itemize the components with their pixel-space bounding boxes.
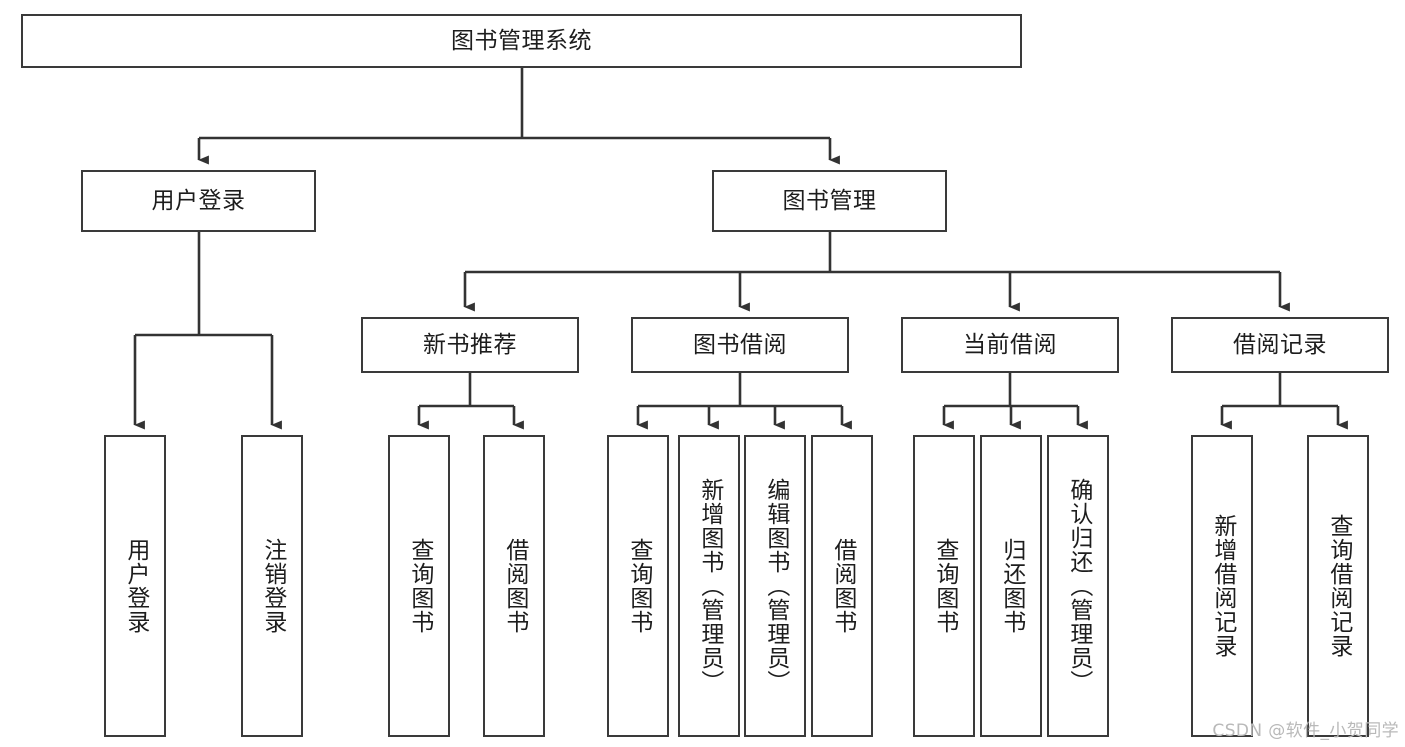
node-root-system[interactable]: 图书管理系统: [21, 14, 1022, 68]
leaf-borrowrecord-add-record[interactable]: 新增借阅记录: [1191, 435, 1253, 737]
leaf-bookborrow-query-book[interactable]: 查询图书: [607, 435, 669, 737]
node-label: 图书借阅: [693, 331, 787, 358]
node-book-management[interactable]: 图书管理: [712, 170, 947, 232]
node-label: 新增借阅记录: [1209, 514, 1236, 658]
node-label: 查询图书: [406, 538, 433, 634]
node-label: 归还图书: [998, 538, 1025, 634]
leaf-user-logout[interactable]: 注销登录: [241, 435, 303, 737]
node-borrow-record[interactable]: 借阅记录: [1171, 317, 1389, 373]
node-label: 用户登录: [122, 538, 149, 634]
node-current-borrow[interactable]: 当前借阅: [901, 317, 1119, 373]
node-label: 图书管理系统: [451, 27, 592, 54]
node-label: 当前借阅: [963, 331, 1057, 358]
leaf-user-login[interactable]: 用户登录: [104, 435, 166, 737]
node-label: 新书推荐: [423, 331, 517, 358]
node-new-book-recommend[interactable]: 新书推荐: [361, 317, 579, 373]
leaf-bookborrow-edit-book-admin[interactable]: 编辑图书（管理员）: [744, 435, 806, 737]
node-label: 确认归还（管理员）: [1065, 478, 1092, 694]
node-label: 编辑图书（管理员）: [762, 478, 789, 694]
node-label: 借阅图书: [501, 538, 528, 634]
leaf-currentborrow-query-book[interactable]: 查询图书: [913, 435, 975, 737]
node-label: 借阅记录: [1233, 331, 1327, 358]
leaf-newbook-borrow-book[interactable]: 借阅图书: [483, 435, 545, 737]
node-label: 注销登录: [259, 538, 286, 634]
node-user-login[interactable]: 用户登录: [81, 170, 316, 232]
node-label: 用户登录: [151, 187, 246, 214]
leaf-bookborrow-add-book-admin[interactable]: 新增图书（管理员）: [678, 435, 740, 737]
node-label: 查询图书: [931, 538, 958, 634]
node-label: 查询图书: [625, 538, 652, 634]
leaf-currentborrow-confirm-return-admin[interactable]: 确认归还（管理员）: [1047, 435, 1109, 737]
node-label: 新增图书（管理员）: [696, 478, 723, 694]
watermark-text: CSDN @软件_小贺同学: [1212, 721, 1399, 741]
node-book-borrow[interactable]: 图书借阅: [631, 317, 849, 373]
leaf-newbook-query-book[interactable]: 查询图书: [388, 435, 450, 737]
leaf-currentborrow-return-book[interactable]: 归还图书: [980, 435, 1042, 737]
node-label: 查询借阅记录: [1325, 514, 1352, 658]
leaf-bookborrow-borrow-book[interactable]: 借阅图书: [811, 435, 873, 737]
node-label: 借阅图书: [829, 538, 856, 634]
node-label: 图书管理: [782, 187, 877, 214]
leaf-borrowrecord-query-record[interactable]: 查询借阅记录: [1307, 435, 1369, 737]
